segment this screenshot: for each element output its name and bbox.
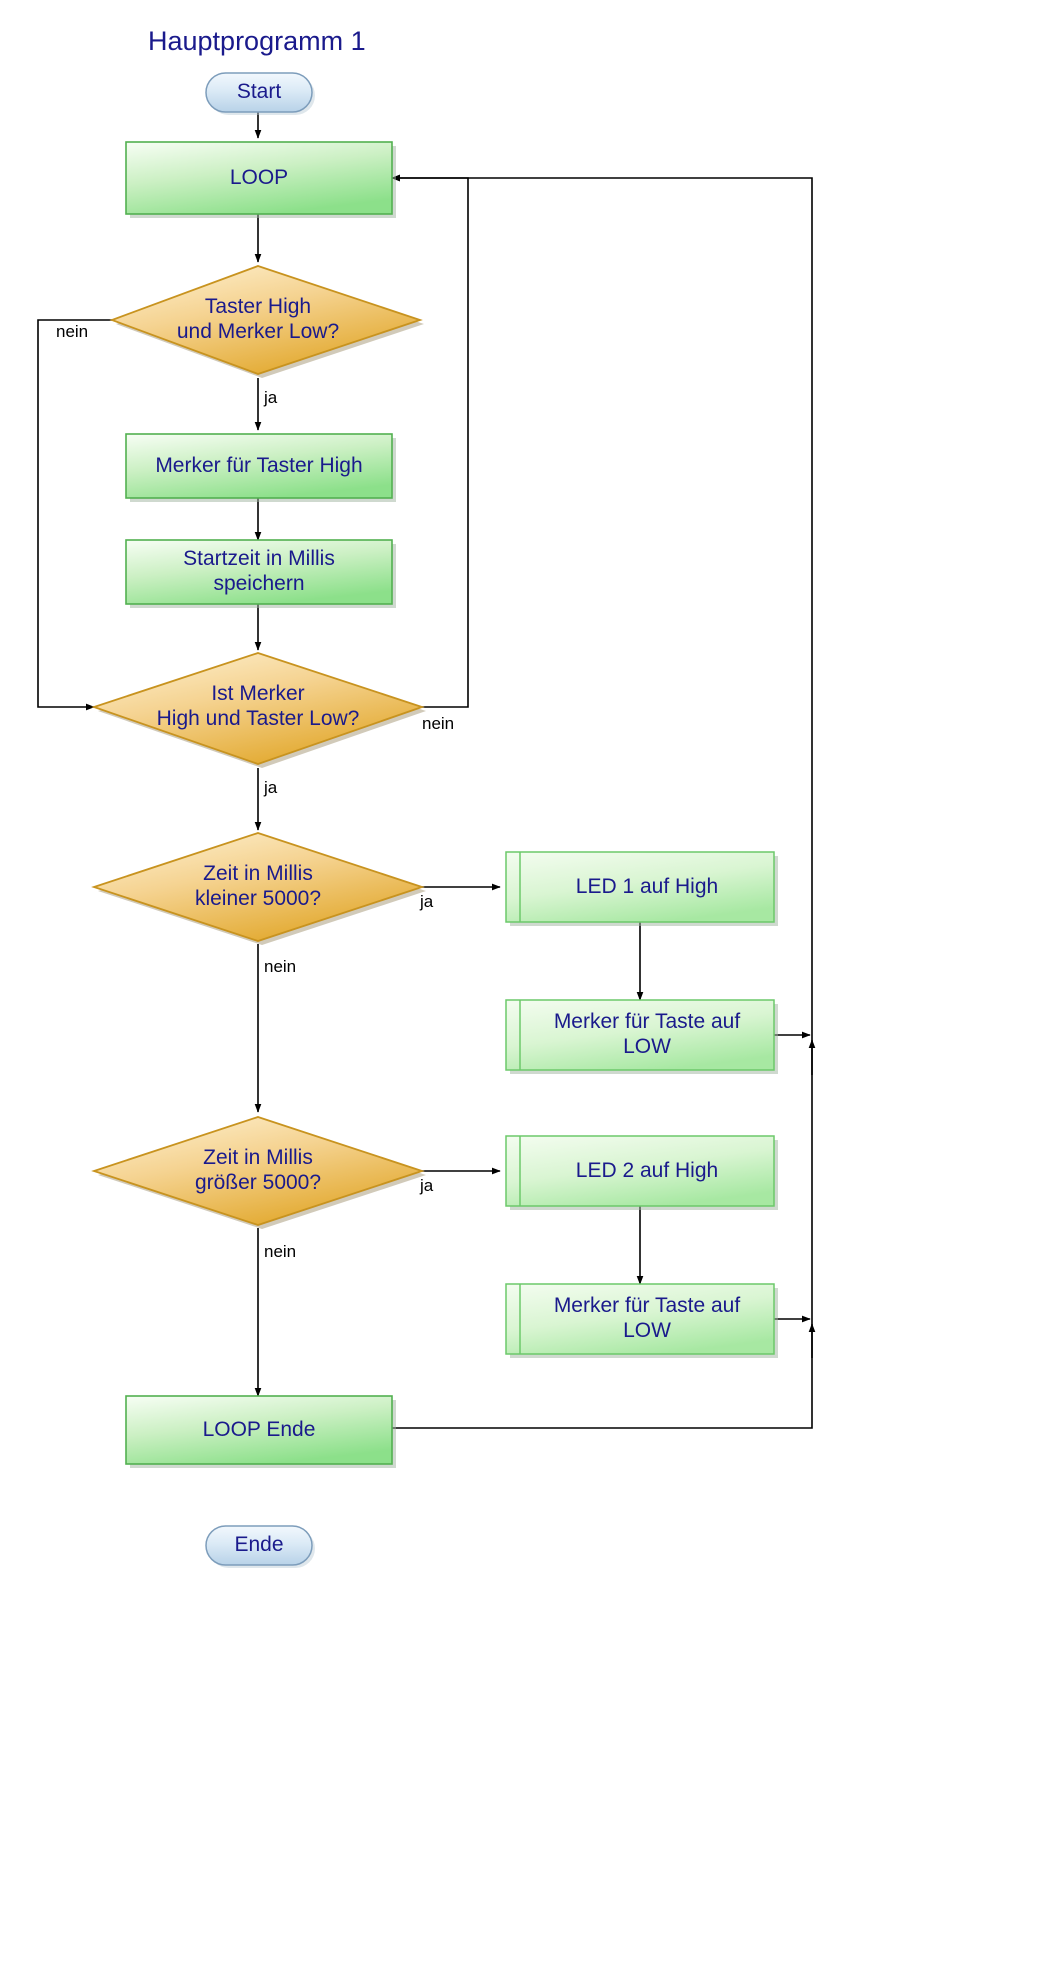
node-decision-zeit-groesser[interactable] bbox=[91, 1116, 426, 1229]
edge-label-dec2-nein: nein bbox=[422, 714, 455, 733]
node-merker-taste-low-2[interactable] bbox=[505, 1283, 778, 1358]
edge-label-dec4-nein: nein bbox=[264, 1242, 297, 1261]
edge-label-dec4-ja: ja bbox=[420, 1176, 434, 1195]
node-led1-high[interactable] bbox=[505, 851, 778, 926]
node-decision-ist-merker-high[interactable] bbox=[91, 652, 426, 768]
node-merker-taste-low-1[interactable] bbox=[505, 999, 778, 1074]
edge-label-dec1-nein: nein bbox=[56, 322, 89, 341]
node-decision-taster-high[interactable] bbox=[109, 265, 424, 378]
node-startzeit-speichern[interactable] bbox=[125, 539, 396, 608]
edge-label-dec2-ja: ja bbox=[264, 778, 278, 797]
node-decision-zeit-kleiner[interactable] bbox=[91, 832, 426, 945]
edge-label-dec3-nein: nein bbox=[264, 957, 297, 976]
node-merker-taster-high[interactable] bbox=[125, 433, 396, 502]
node-loop[interactable] bbox=[125, 141, 396, 218]
node-ende[interactable] bbox=[205, 1525, 315, 1568]
node-loop-ende[interactable] bbox=[125, 1395, 396, 1468]
connector-lines bbox=[37, 112, 816, 1429]
node-start[interactable] bbox=[205, 72, 315, 115]
diagram-title: Hauptprogramm 1 bbox=[148, 26, 366, 56]
node-led2-high[interactable] bbox=[505, 1135, 778, 1210]
edge-label-dec1-ja: ja bbox=[264, 388, 278, 407]
edge-label-dec3-ja: ja bbox=[420, 892, 434, 911]
